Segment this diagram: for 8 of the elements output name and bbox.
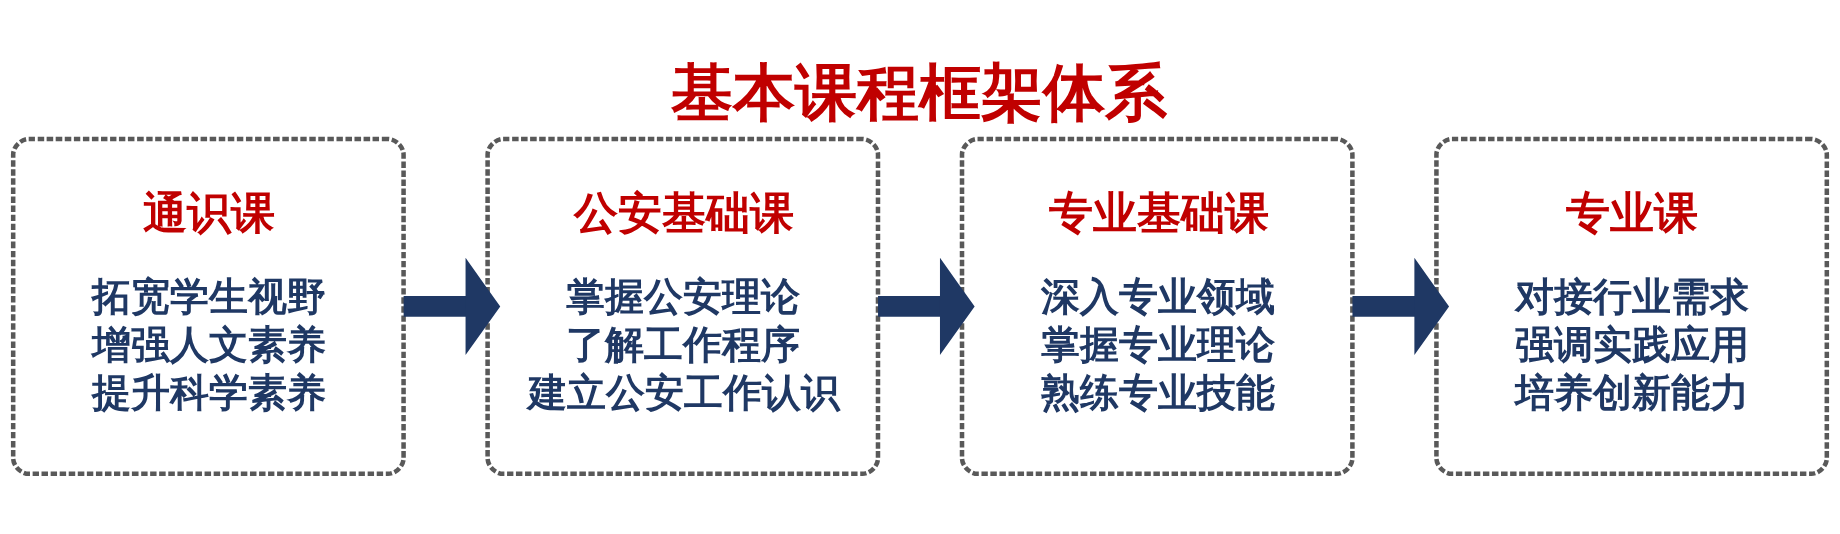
diagram-title: 基本课程框架体系 (671, 55, 1168, 129)
arrow (403, 257, 501, 355)
arrow (1352, 257, 1450, 355)
node-box: 通识课 拓宽学生视野 增强人文素养 提升科学素养 (10, 136, 406, 477)
node-box: 专业基础课 深入专业领域 掌握专业理论 熟练专业技能 (959, 136, 1355, 477)
node-box: 公安基础课 掌握公安理论 了解工作程序 建立公安工作认识 (485, 136, 881, 477)
node-box: 专业课 对接行业需求 强调实践应用 培养创新能力 (1434, 136, 1830, 477)
arrow (878, 257, 975, 355)
